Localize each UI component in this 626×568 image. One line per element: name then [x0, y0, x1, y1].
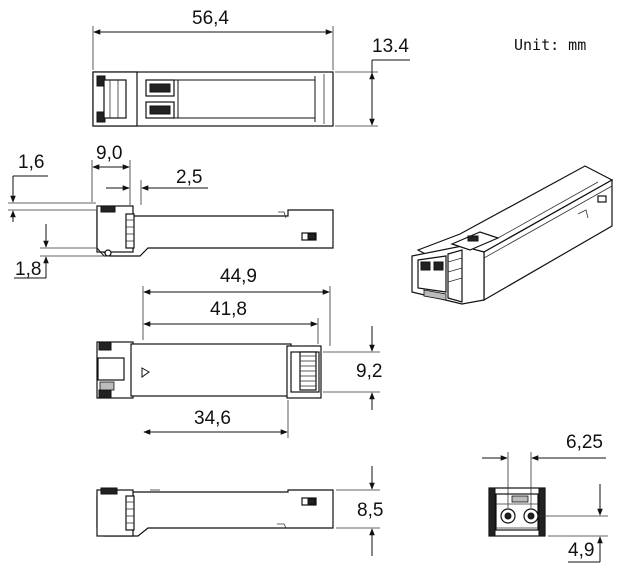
unit-label: Unit: mm — [514, 36, 586, 54]
dim-side-1-6: 1,6 — [18, 152, 44, 173]
dim-plan-44-9: 44,9 — [220, 266, 257, 287]
dim-plan-34-6: 34,6 — [194, 408, 231, 429]
top-view — [92, 71, 334, 127]
plan-view — [96, 341, 322, 399]
front-view — [488, 487, 546, 537]
side-view — [96, 205, 334, 257]
dim-plan-41-8: 41,8 — [210, 299, 247, 320]
dim-top-length: 56,4 — [192, 8, 229, 29]
dim-front-6-25: 6,25 — [566, 432, 603, 453]
dim-side-9-0: 9,0 — [96, 143, 122, 164]
dim-side-2-5: 2,5 — [176, 167, 202, 188]
dim-bottom-8-5: 8,5 — [357, 500, 383, 521]
dim-side-1-8: 1,8 — [15, 259, 41, 280]
dim-front-4-9: 4,9 — [568, 540, 594, 561]
dim-plan-9-2: 9,2 — [356, 361, 382, 382]
isometric-view — [411, 165, 614, 305]
dim-top-height: 13.4 — [372, 36, 409, 57]
bottom-side-view — [96, 487, 334, 537]
